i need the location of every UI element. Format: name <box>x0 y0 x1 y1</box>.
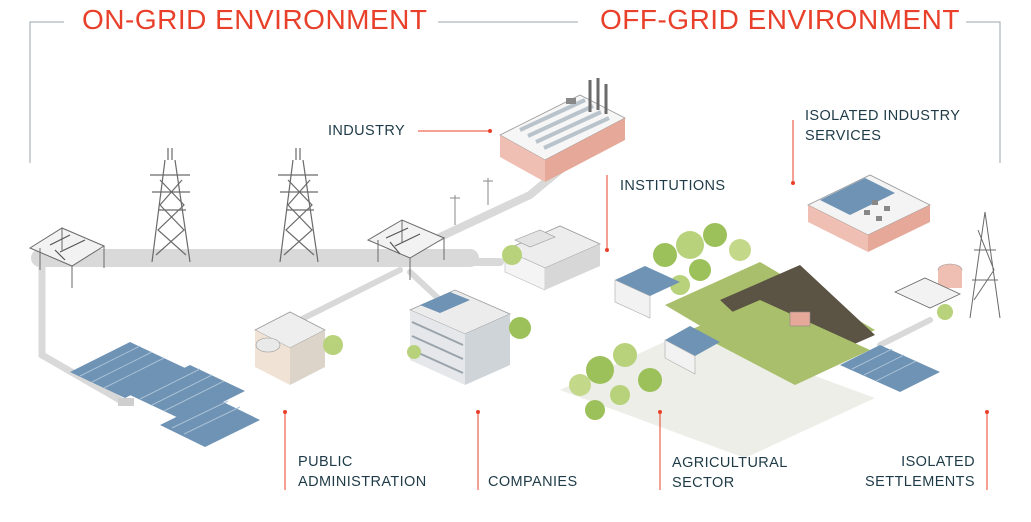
label-institutions: INSTITUTIONS <box>620 178 726 194</box>
pointer-dots <box>283 129 989 414</box>
on-grid-heading: ON-GRID ENVIRONMENT <box>82 4 428 35</box>
label-isolated-settlements: ISOLATED SETTLEMENTS <box>865 452 975 492</box>
header-bracket <box>29 21 1001 163</box>
label-isolated-settlements-line2: SETTLEMENTS <box>865 474 975 490</box>
label-companies: COMPANIES <box>488 474 578 490</box>
label-agricultural: AGRICULTURAL SECTOR <box>672 453 788 493</box>
institutions-building <box>502 225 601 291</box>
substation-middle <box>366 219 446 280</box>
transmission-tower-1 <box>150 148 191 263</box>
solar-farm-left <box>70 342 260 447</box>
power-poles <box>450 178 493 225</box>
isolated-industry-building <box>807 174 931 252</box>
label-agricultural-line2: SECTOR <box>672 475 735 491</box>
label-public-administration-line1: PUBLIC <box>298 454 353 470</box>
label-public-administration: PUBLIC ADMINISTRATION <box>298 452 427 492</box>
label-isolated-industry-line1: ISOLATED INDUSTRY <box>805 108 961 124</box>
agricultural-zone <box>560 223 875 458</box>
isolated-settlement <box>840 211 1001 392</box>
label-isolated-settlements-line1: ISOLATED <box>901 454 975 470</box>
public-administration-building <box>254 311 343 385</box>
label-isolated-industry: ISOLATED INDUSTRY SERVICES <box>805 106 960 146</box>
off-grid-heading: OFF-GRID ENVIRONMENT <box>600 4 960 35</box>
label-isolated-industry-line2: SERVICES <box>805 128 882 144</box>
companies-building <box>407 289 531 385</box>
substation-left <box>28 227 106 288</box>
pointer-lines <box>284 120 988 490</box>
transmission-tower-2 <box>278 148 319 263</box>
industry-building <box>499 78 626 182</box>
label-industry: INDUSTRY <box>328 123 406 139</box>
label-public-administration-line2: ADMINISTRATION <box>298 474 427 490</box>
label-agricultural-line1: AGRICULTURAL <box>672 455 788 471</box>
